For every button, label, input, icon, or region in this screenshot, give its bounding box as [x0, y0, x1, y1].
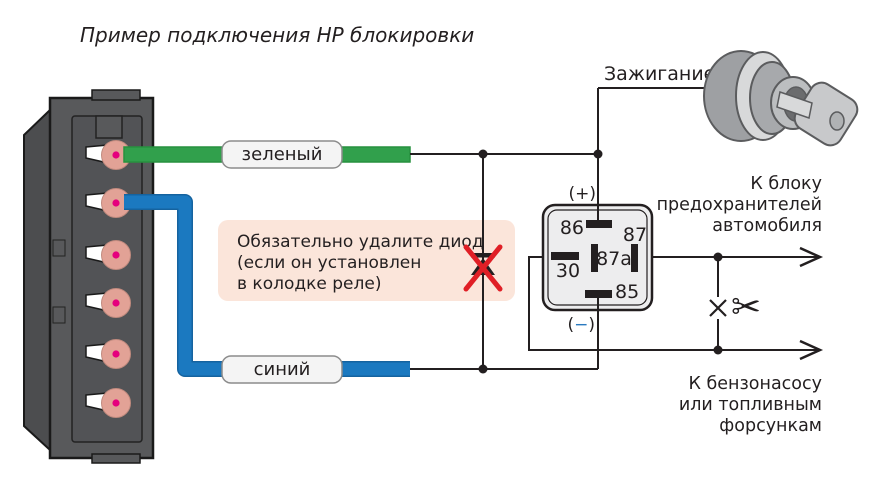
relay-pin-85-label: 85	[615, 281, 639, 303]
relay-pin-87a-bar	[591, 244, 598, 272]
junction-dot	[593, 149, 603, 159]
connector-bottom-lip	[91, 453, 141, 464]
wire-tags: зеленый синий	[221, 140, 343, 384]
minus-paren: )	[588, 315, 595, 335]
relay-pin-86-label: 86	[560, 217, 584, 239]
relay-pin-87-label: 87	[623, 224, 647, 246]
connector-side-flange	[23, 107, 51, 453]
connector-latch-notch	[52, 306, 66, 324]
minus-polarity-label: (−)	[567, 315, 595, 335]
arrow-to-fuel-pump	[799, 339, 824, 361]
pin-dot	[112, 299, 120, 307]
junction-dot	[478, 364, 488, 374]
green-wire-tag	[221, 140, 343, 169]
fuel-pump-line: форсункам	[719, 416, 822, 436]
scissors-icon: ✂	[731, 287, 761, 328]
note-line: (если он установлен	[237, 253, 421, 273]
key-head-hole	[829, 111, 845, 131]
relay-pin-30-label: 30	[556, 260, 580, 282]
relay-pins: 86 87 87a 30 85	[551, 217, 647, 303]
fuse-block-line: К блоку	[750, 174, 822, 194]
pin-dot	[112, 399, 120, 407]
blue-wire-tag	[221, 355, 343, 384]
pin-dot	[112, 350, 120, 358]
connector-latch-notch	[52, 239, 66, 257]
plus-polarity-label: (+)	[568, 184, 596, 204]
minus-paren: (	[567, 315, 574, 335]
fuel-pump-line: К бензонасосу	[689, 374, 822, 394]
connector-block	[23, 89, 155, 464]
relay-pin-30-bar	[551, 252, 579, 260]
note-line: в колодке реле)	[237, 274, 381, 294]
blue-wire-label: синий	[254, 359, 311, 380]
relay-pin-87a-label: 87a	[596, 248, 632, 270]
note-line: Обязательно удалите диод	[237, 232, 484, 252]
fuse-block-destination: К блоку предохранителей автомобиля	[657, 174, 822, 236]
arrow-to-fuse-block	[799, 246, 824, 268]
connector-top-lip	[91, 89, 141, 101]
fuse-block-line: автомобиля	[712, 216, 822, 236]
cut-x-icon	[709, 299, 727, 317]
remove-cross-icon	[463, 244, 503, 292]
pin-dot	[112, 251, 120, 259]
pin-dot	[112, 199, 120, 207]
page-title: Пример подключения НР блокировки	[80, 23, 474, 47]
fuse-block-line: предохранителей	[657, 195, 822, 215]
diode-icon	[471, 253, 495, 258]
junction-dot	[478, 149, 488, 159]
junction-dot	[713, 345, 723, 355]
fuel-pump-destination: К бензонасосу или топливным форсункам	[679, 374, 822, 436]
connector-pins	[101, 140, 131, 418]
key-blade	[776, 91, 813, 119]
relay-pin-87-bar	[631, 244, 638, 272]
junction-dot	[713, 252, 723, 262]
pin30-line	[528, 256, 818, 351]
diode-to-remove	[463, 244, 503, 292]
green-wire-label: зеленый	[242, 144, 323, 165]
junction-dots	[478, 149, 723, 374]
minus-sign: −	[574, 315, 588, 335]
cut-point: ✂	[709, 287, 761, 328]
note-box	[218, 220, 515, 301]
ignition-key-icon	[703, 50, 859, 147]
relay-pin-85-bar	[585, 290, 612, 298]
fuel-pump-line: или топливным	[679, 395, 822, 415]
connector-keying-notch	[95, 115, 123, 139]
ignition-label: Зажигание	[604, 63, 715, 85]
pin-dot	[112, 151, 120, 159]
relay-pin-86-bar	[586, 220, 612, 228]
